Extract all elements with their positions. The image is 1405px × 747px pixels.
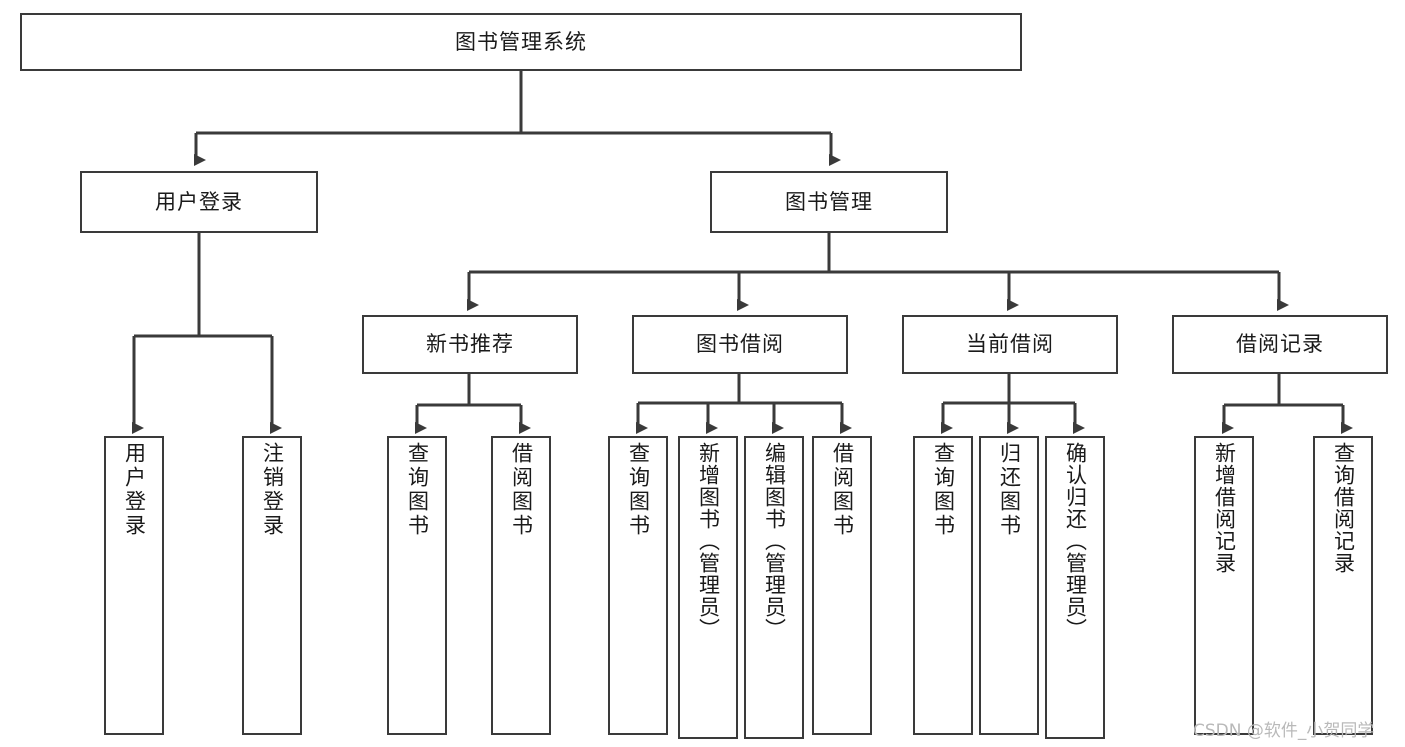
leaf-user-login-logout-label: 注销登录 [260, 442, 285, 538]
leaf-current-borrow-return[interactable]: 归还图书 [979, 436, 1039, 735]
leaf-new-book-borrow-label: 借阅图书 [509, 442, 534, 538]
node-book-management-label: 图书管理 [785, 189, 873, 214]
node-current-borrow-label: 当前借阅 [966, 332, 1054, 357]
leaf-book-borrow-borrow-label: 借阅图书 [830, 442, 855, 538]
leaf-user-login-login-label: 用户登录 [122, 442, 147, 538]
node-new-book-recommend-label: 新书推荐 [426, 332, 514, 357]
leaf-book-borrow-add-label: 新增图书（管理员） [696, 442, 721, 640]
leaf-book-borrow-query[interactable]: 查询图书 [608, 436, 668, 735]
leaf-current-borrow-query[interactable]: 查询图书 [913, 436, 973, 735]
node-root-label: 图书管理系统 [455, 29, 587, 54]
watermark-csdn: CSDN @软件_小贺同学 [1193, 721, 1375, 741]
leaf-new-book-borrow[interactable]: 借阅图书 [491, 436, 551, 735]
node-new-book-recommend[interactable]: 新书推荐 [362, 315, 578, 374]
node-user-login[interactable]: 用户登录 [80, 171, 318, 233]
node-book-borrow[interactable]: 图书借阅 [632, 315, 848, 374]
node-book-borrow-label: 图书借阅 [696, 332, 784, 357]
node-book-management[interactable]: 图书管理 [710, 171, 948, 233]
leaf-book-borrow-borrow[interactable]: 借阅图书 [812, 436, 872, 735]
node-user-login-label: 用户登录 [155, 189, 243, 214]
node-borrow-record[interactable]: 借阅记录 [1172, 315, 1388, 374]
leaf-current-borrow-return-label: 归还图书 [997, 442, 1022, 538]
node-current-borrow[interactable]: 当前借阅 [902, 315, 1118, 374]
node-root[interactable]: 图书管理系统 [20, 13, 1022, 71]
leaf-borrow-record-add[interactable]: 新增借阅记录 [1194, 436, 1254, 735]
leaf-new-book-query[interactable]: 查询图书 [387, 436, 447, 735]
leaf-book-borrow-add[interactable]: 新增图书（管理员） [678, 436, 738, 739]
leaf-book-borrow-query-label: 查询图书 [626, 442, 651, 538]
leaf-borrow-record-query[interactable]: 查询借阅记录 [1313, 436, 1373, 735]
leaf-current-borrow-query-label: 查询图书 [931, 442, 956, 538]
leaf-current-borrow-confirm-label: 确认归还（管理员） [1063, 442, 1088, 640]
leaf-borrow-record-query-label: 查询借阅记录 [1331, 442, 1356, 574]
leaf-borrow-record-add-label: 新增借阅记录 [1212, 442, 1237, 574]
leaf-new-book-query-label: 查询图书 [405, 442, 430, 538]
leaf-current-borrow-confirm[interactable]: 确认归还（管理员） [1045, 436, 1105, 739]
leaf-book-borrow-edit[interactable]: 编辑图书（管理员） [744, 436, 804, 739]
leaf-user-login-login[interactable]: 用户登录 [104, 436, 164, 735]
node-borrow-record-label: 借阅记录 [1236, 332, 1324, 357]
leaf-book-borrow-edit-label: 编辑图书（管理员） [762, 442, 787, 640]
leaf-user-login-logout[interactable]: 注销登录 [242, 436, 302, 735]
